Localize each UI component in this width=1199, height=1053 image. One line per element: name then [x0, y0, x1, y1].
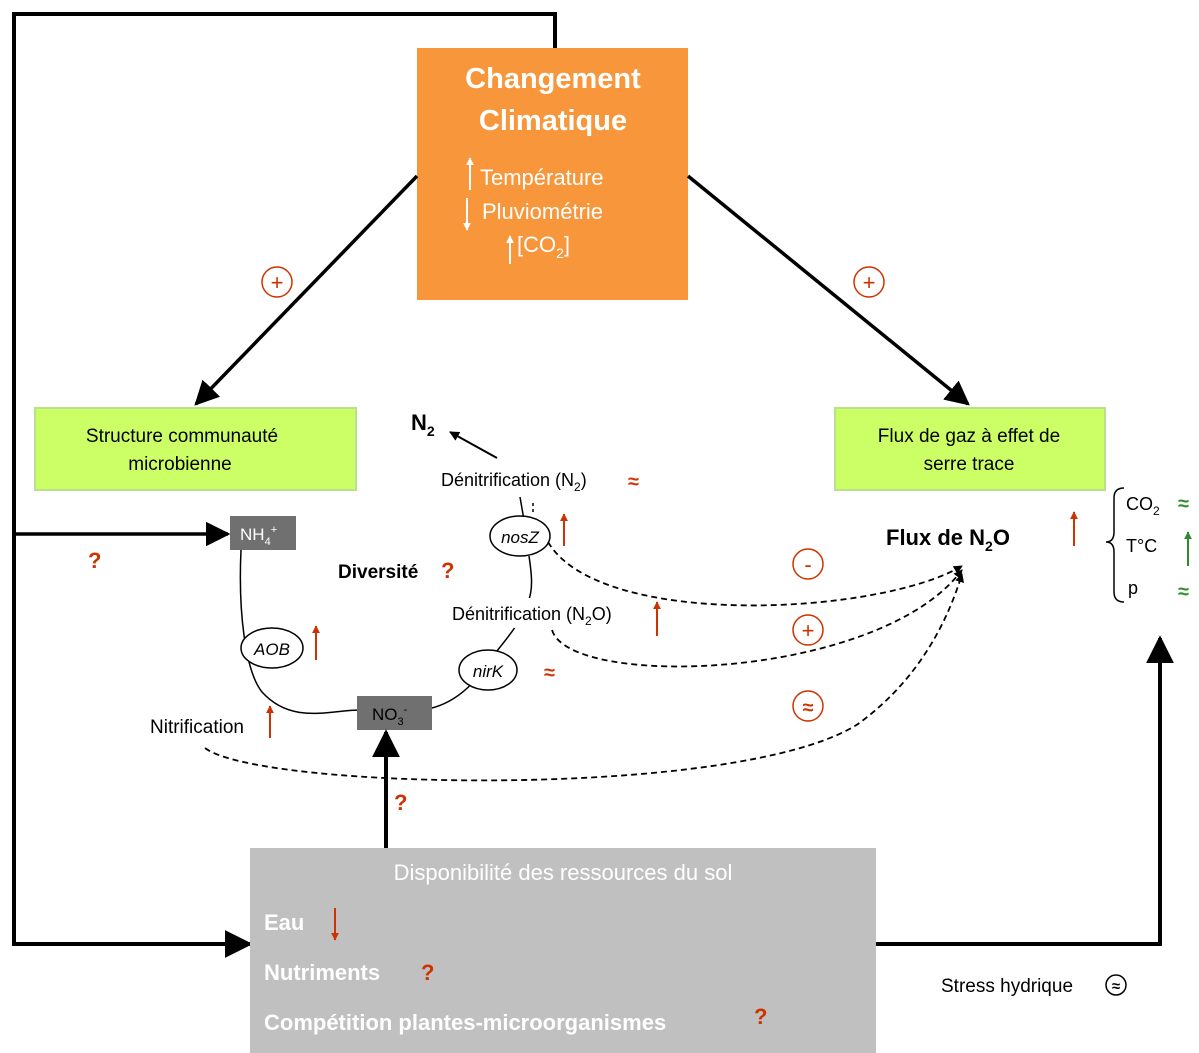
climate-title-line1: Changement	[465, 63, 641, 95]
climate-change-box	[417, 48, 688, 300]
nirk-gene-label: nirK	[473, 662, 504, 681]
structure-box-line1: Structure communauté	[86, 426, 278, 447]
n2o-flux-label: Flux de N2O	[886, 525, 1010, 554]
nirk-effect: ≈	[544, 662, 555, 684]
denitrification-n2-effect: ≈	[628, 471, 639, 493]
flux-box	[834, 407, 1106, 491]
flux-box-line1: Flux de gaz à effet de	[878, 426, 1060, 447]
arrow-to-n2	[449, 431, 498, 459]
climate-temperature: Température	[480, 165, 604, 190]
ghg-brace	[1105, 487, 1125, 603]
no3-box	[357, 696, 432, 730]
nosz-gene-label: nosZ	[501, 528, 539, 547]
arrow-climate-to-flux	[686, 174, 970, 406]
climate-rainfall: Pluviométrie	[482, 199, 603, 224]
soil-water: Eau	[264, 910, 304, 935]
feedback-loop-arrow	[12, 12, 557, 958]
water-stress-label: Stress hydrique	[941, 976, 1073, 997]
diversity-question: ?	[441, 558, 454, 583]
plus-circle-icon: +	[792, 614, 824, 646]
nutrients-question: ?	[421, 960, 434, 985]
svg-text:≈: ≈	[1112, 978, 1120, 995]
nh4-label: NH4+	[240, 524, 277, 548]
competition-question: ?	[754, 1004, 767, 1029]
climate-title-line2: Climatique	[479, 105, 627, 137]
nitrification-label: Nitrification	[150, 717, 244, 738]
no3-question: ?	[394, 790, 407, 815]
approx-circle-icon: ≈	[1105, 974, 1127, 996]
nh4-question: ?	[88, 548, 101, 573]
soil-resources-box	[250, 848, 876, 1053]
no3-label: NO3-	[372, 704, 408, 728]
dashed-arrow-denit-to-n2o	[551, 569, 963, 668]
minus-circle-icon: -	[792, 548, 824, 580]
ghg-pressure-label: p	[1128, 578, 1138, 598]
arrow-climate-to-structure	[194, 174, 419, 406]
svg-text:+: +	[271, 270, 284, 295]
ghg-co2-label: CO2	[1126, 494, 1160, 518]
structure-box-line2: microbienne	[128, 454, 232, 475]
structure-box	[34, 407, 357, 491]
nh4-box	[230, 516, 296, 550]
ghg-co2-effect: ≈	[1178, 493, 1189, 515]
flux-box-line2: serre trace	[924, 454, 1015, 475]
plus-circle-icon: +	[261, 266, 293, 298]
nitrogen-cycle-right-arc	[431, 555, 533, 709]
n2-label: N2	[411, 410, 435, 439]
svg-text:+: +	[802, 618, 815, 643]
soil-title: Disponibilité des ressources du sol	[394, 860, 733, 885]
arrow-soil-to-ghg	[876, 635, 1174, 946]
denitrification-n2o-label: Dénitrification (N2O)	[452, 604, 612, 628]
soil-competition: Compétition plantes-microorganismes	[264, 1010, 666, 1035]
diversity-label: Diversité	[338, 562, 418, 583]
climate-co2: [CO2]	[517, 232, 570, 261]
aob-gene-node	[240, 627, 304, 669]
soil-nutrients: Nutriments	[264, 960, 380, 985]
nosz-gene-node	[489, 515, 551, 557]
plus-circle-icon: +	[853, 266, 885, 298]
nitrogen-cycle-left-arc	[239, 549, 361, 715]
svg-text:-: -	[804, 552, 811, 577]
aob-gene-label: AOB	[253, 640, 290, 659]
ghg-temperature-label: T°C	[1126, 536, 1157, 556]
svg-text:≈: ≈	[803, 697, 814, 719]
nirk-gene-node	[458, 649, 518, 691]
dashed-arrow-nosz-to-n2o	[547, 541, 963, 607]
approx-circle-icon: ≈	[792, 690, 824, 722]
ghg-pressure-effect: ≈	[1178, 581, 1189, 603]
denitrification-n2-label: Dénitrification (N2)	[441, 470, 587, 494]
svg-text:+: +	[863, 270, 876, 295]
